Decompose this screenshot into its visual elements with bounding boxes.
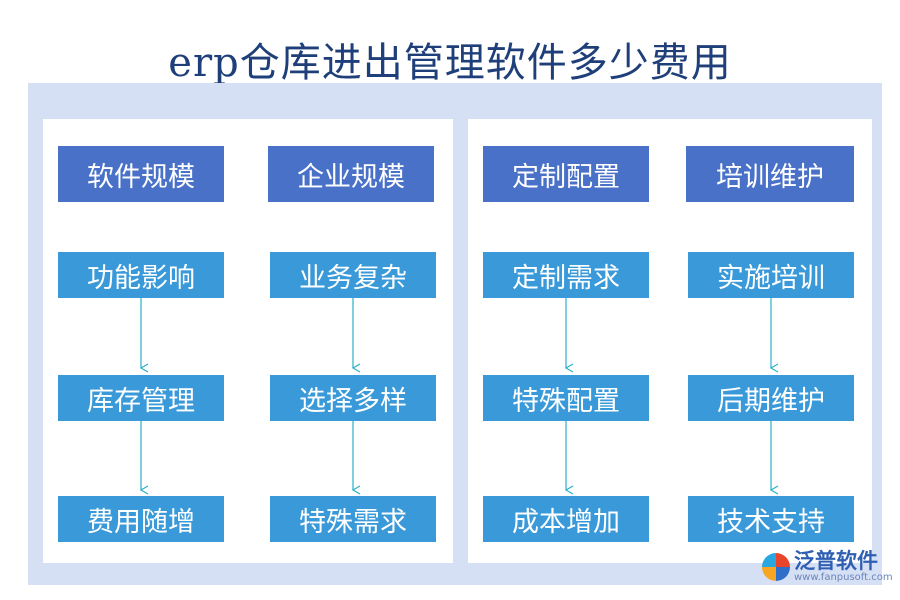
column-item: 功能影响 xyxy=(58,252,224,298)
column-item: 技术支持 xyxy=(688,496,854,542)
diagram-title: erp仓库进出管理软件多少费用 xyxy=(168,40,732,86)
column-item: 选择多样 xyxy=(270,375,436,421)
column-head-enterprise-scale: 企业规模 xyxy=(268,146,434,202)
column-item: 库存管理 xyxy=(58,375,224,421)
column-item: 业务复杂 xyxy=(270,252,436,298)
column-item: 定制需求 xyxy=(483,252,649,298)
watermark-url: www.fanpusoft.com xyxy=(794,572,893,583)
column-item: 特殊配置 xyxy=(483,375,649,421)
column-head-training-maintenance: 培训维护 xyxy=(686,146,854,202)
column-item: 后期维护 xyxy=(688,375,854,421)
column-head-custom-config: 定制配置 xyxy=(483,146,649,202)
column-head-software-scale: 软件规模 xyxy=(58,146,224,202)
logo-icon xyxy=(762,553,790,581)
column-item: 费用随增 xyxy=(58,496,224,542)
watermark-name: 泛普软件 xyxy=(794,549,878,573)
column-item: 特殊需求 xyxy=(270,496,436,542)
column-item: 实施培训 xyxy=(688,252,854,298)
watermark-logo: 泛普软件 www.fanpusoft.com xyxy=(762,550,893,584)
column-item: 成本增加 xyxy=(483,496,649,542)
